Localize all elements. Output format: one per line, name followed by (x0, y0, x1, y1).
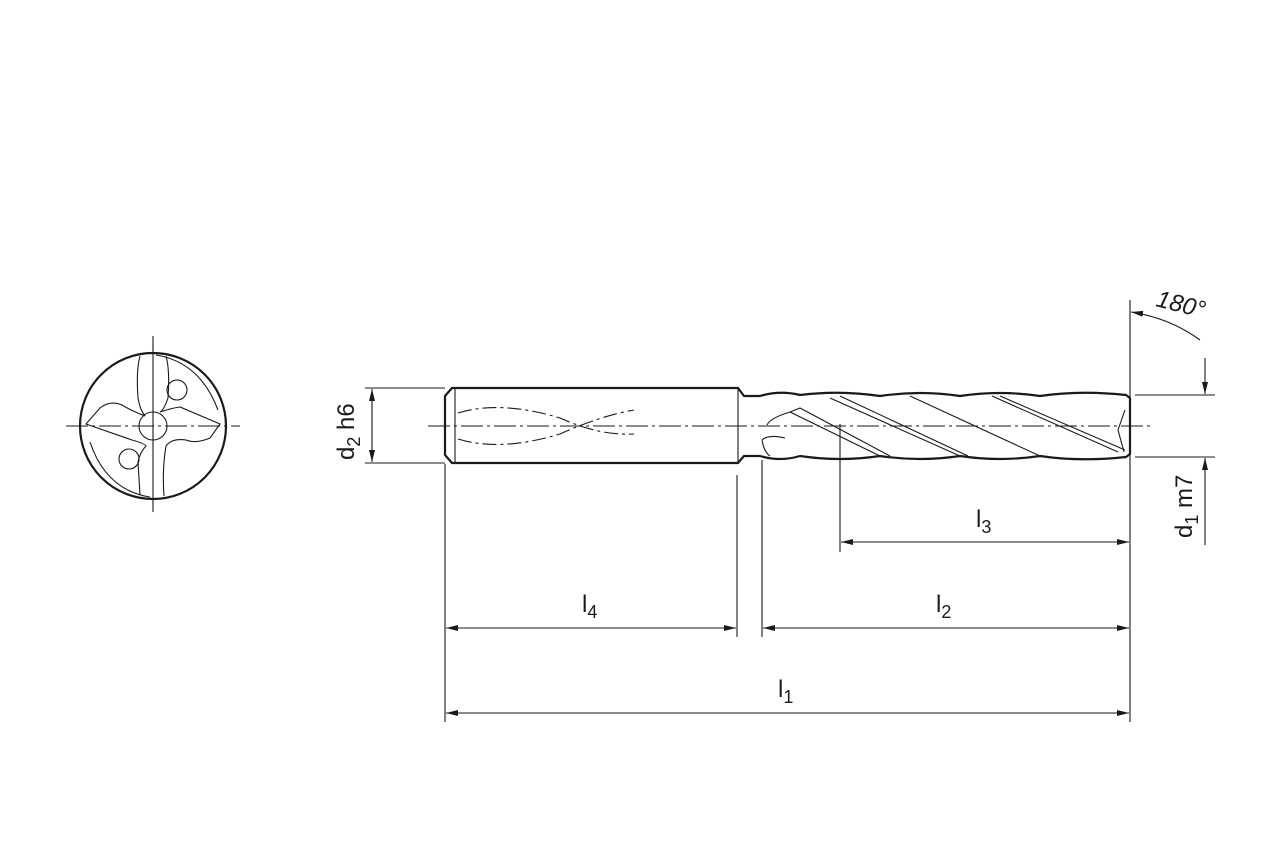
coolant-hole-icon (166, 379, 188, 401)
l3-label: l3 (976, 506, 991, 537)
end-view (66, 336, 240, 512)
l1-label: l1 (778, 676, 793, 707)
point-angle-label: 180° (1154, 286, 1209, 324)
end-view-outline (78, 351, 228, 501)
flutes (761, 395, 1126, 457)
dimension-lines (369, 310, 1208, 716)
extension-lines (365, 300, 1215, 722)
l4-label: l4 (582, 591, 597, 622)
margin-lines (89, 354, 219, 498)
hidden-coolant-channels (457, 407, 635, 445)
web-circle (138, 411, 168, 441)
side-view (428, 386, 1150, 465)
l2-label: l2 (936, 591, 951, 622)
coolant-hole-icon (118, 448, 140, 470)
drill-outline (443, 386, 1132, 465)
flute-profile (85, 355, 221, 497)
point-angle-arc (1130, 310, 1201, 341)
d2-label: d2 h6 (333, 403, 364, 460)
d1-label: d1 m7 (1171, 475, 1202, 538)
